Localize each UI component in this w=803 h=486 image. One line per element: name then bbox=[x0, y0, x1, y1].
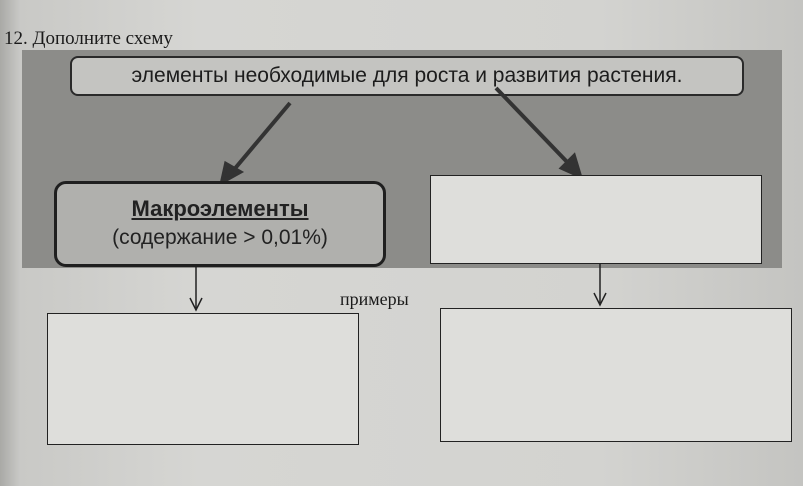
root-box: элементы необходимые для роста и развити… bbox=[70, 56, 744, 96]
examples-label: примеры bbox=[340, 289, 409, 309]
macroelements-box: Макроэлементы (содержание > 0,01%) bbox=[54, 181, 386, 267]
macroelements-heading: Макроэлементы bbox=[131, 196, 309, 221]
blank-category-box[interactable] bbox=[430, 175, 762, 264]
task-title: 12. Дополните схему bbox=[4, 28, 173, 49]
second-examples-box[interactable] bbox=[440, 308, 792, 442]
macro-examples-box[interactable] bbox=[47, 313, 359, 445]
macroelements-content: (содержание > 0,01%) bbox=[112, 226, 328, 249]
